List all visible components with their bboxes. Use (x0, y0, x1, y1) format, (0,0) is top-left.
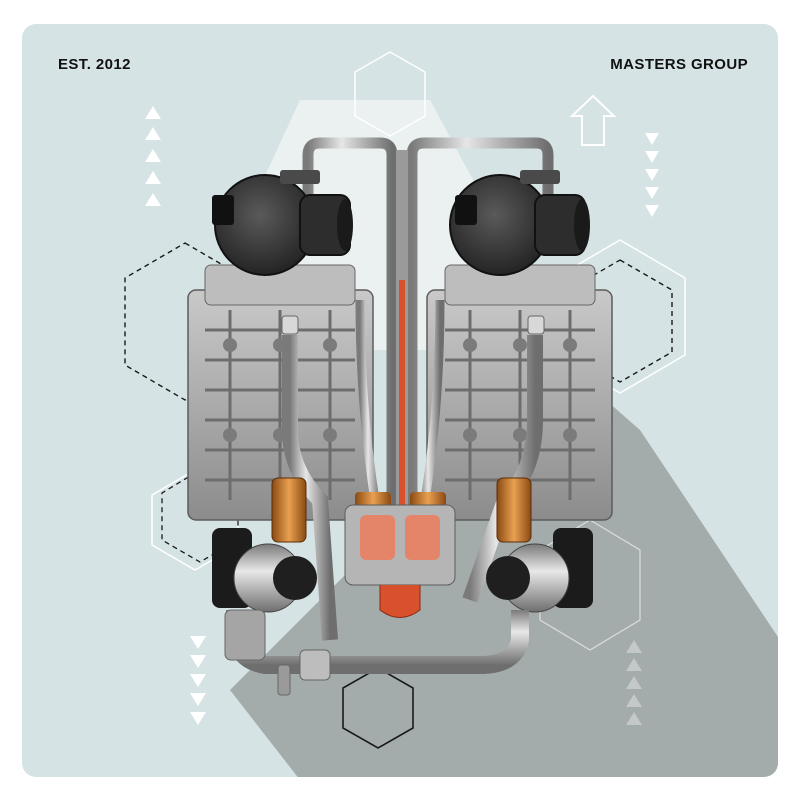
engine-illustration (187, 137, 613, 696)
triangle-arrow-down-icon (645, 133, 659, 217)
hexagon-outline-icon (354, 51, 426, 137)
hexagon-dashed-icon (124, 242, 246, 401)
triangle-arrow-down-icon (190, 636, 206, 725)
brand-name: MASTERS GROUP (610, 56, 748, 73)
hexagon-dashed-icon (161, 469, 239, 563)
arrow-up-outline-icon (569, 94, 617, 146)
established-label: EST. 2012 (58, 56, 131, 73)
hexagon-dashed-icon (567, 259, 673, 383)
hexagon-outline-icon (342, 667, 414, 749)
triangle-arrow-up-icon (145, 106, 161, 206)
triangle-arrow-up-icon (626, 640, 642, 725)
